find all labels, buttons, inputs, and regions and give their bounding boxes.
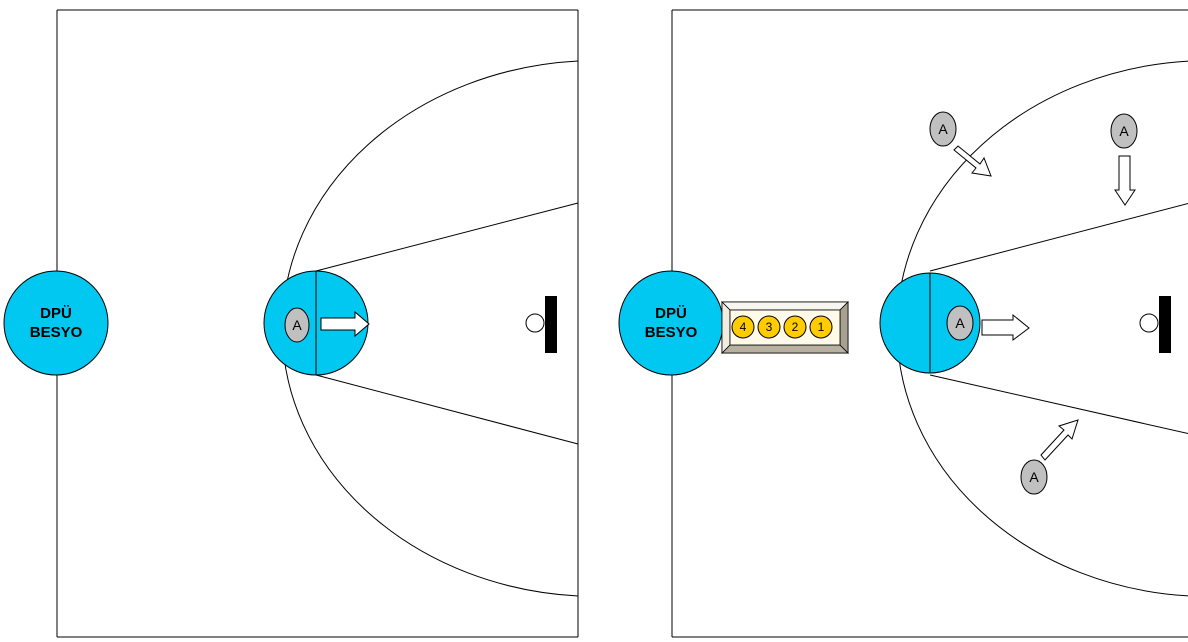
ball-number: 2 [792,320,799,334]
ball-number: 1 [818,320,825,334]
logo-text-line2: BESYO [30,324,83,341]
player-label: A [292,317,302,333]
player-label: A [955,315,965,331]
player-marker: A [1020,459,1048,495]
logo-text-line2: BESYO [645,324,698,341]
logo-badge: DPÜ BESYO [618,270,724,376]
movement-arrow-up-right-icon [1040,419,1079,461]
right-lane-line-bottom [929,374,1188,435]
logo-text-line1: DPÜ [40,305,72,322]
left-lane-line-bottom [315,374,579,445]
hoop-icon [525,313,545,333]
player-marker: A [1110,113,1138,149]
player-label: A [1119,123,1129,139]
ball-icon [757,315,781,339]
hoop-icon [1139,313,1159,333]
backboard [1159,296,1171,353]
logo-badge: DPÜ BESYO [3,270,109,376]
ball-number: 4 [740,320,747,334]
player-marker: A [284,307,310,343]
player-label: A [1029,469,1039,485]
movement-arrow-right-icon [981,313,1030,341]
player-marker: A [946,305,974,341]
backboard [545,296,557,353]
left-court: A DPÜ BESYO [3,9,579,638]
ball-icon [809,315,833,339]
movement-arrow-right-icon [320,310,370,338]
movement-arrow-down-right-icon [953,145,992,177]
movement-arrow-down-icon [1114,155,1136,206]
right-court: A A A A DPÜ BESYO [618,9,1188,638]
ball-number: 3 [766,320,773,334]
ball-icon [783,315,807,339]
ball-rack: 4 3 2 1 [721,301,849,354]
left-lane-line-top [315,202,579,272]
ball-icon [731,315,755,339]
player-label: A [938,121,948,137]
player-marker: A [929,111,957,147]
right-lane-line-top [929,203,1188,272]
logo-text-line1: DPÜ [655,305,687,322]
